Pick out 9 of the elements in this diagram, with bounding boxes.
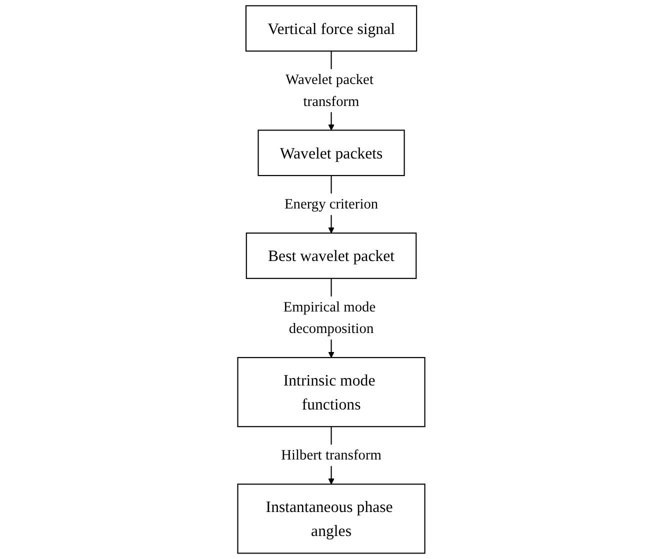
node-box: Wavelet packets: [257, 130, 405, 176]
node-box: Best wavelet packet: [246, 232, 416, 279]
edge-label: Hilbert transform: [280, 447, 382, 464]
node-box: Instantaneous phase angles: [236, 484, 426, 554]
node-box: Intrinsic mode functions: [236, 357, 426, 428]
edge-label: Empirical mode decomposition: [283, 299, 376, 337]
node-box: Vertical force signal: [245, 5, 417, 52]
edge-label: Energy criterion: [284, 196, 378, 212]
edge-label: Wavelet packet transform: [285, 72, 374, 110]
